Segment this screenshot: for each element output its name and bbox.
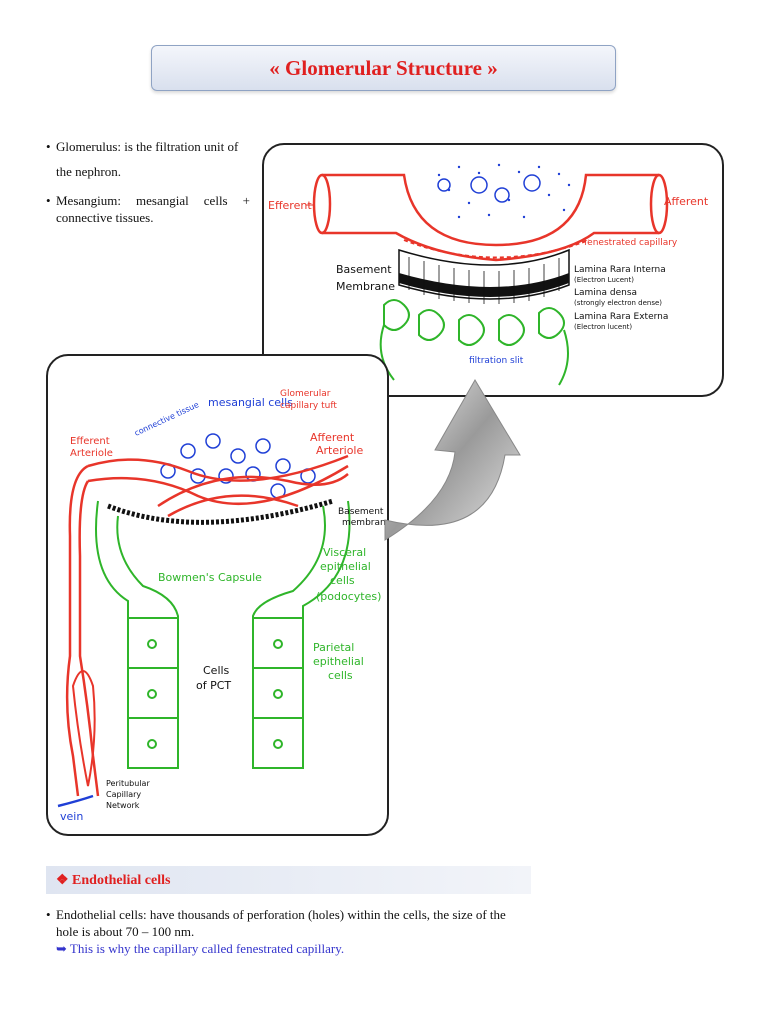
label-parietal-2: epithelial xyxy=(313,655,364,668)
label-efferent-2: Arteriole xyxy=(70,448,113,459)
vein xyxy=(57,794,94,808)
label-mesangial-cells: mesangial cells xyxy=(208,396,293,409)
paragraph-note: ➥ This is why the capillary called fenes… xyxy=(56,941,345,956)
peritubular-capillary xyxy=(71,670,96,787)
bullet-mesangium: • Mesangium: mesangial cells + connectiv… xyxy=(46,188,250,230)
mesangial-cells xyxy=(160,433,316,499)
label-tuft-1: Glomerular xyxy=(280,389,331,399)
capillary-tuft xyxy=(87,454,349,518)
label-basement-2: membrane xyxy=(342,518,387,528)
label-basement-1: Basement xyxy=(336,263,392,276)
capillary-end-right xyxy=(649,173,669,235)
page-title: « Glomerular Structure » xyxy=(269,55,498,80)
efferent-arteriole xyxy=(65,464,100,797)
label-fenestrated: fenestrated capillary xyxy=(584,238,678,248)
label-peritubular-2: Capillary xyxy=(106,790,141,799)
label-connective-tissue: connective tissue xyxy=(133,400,200,438)
label-basement-2: Membrane xyxy=(336,280,395,293)
note-lamina-rara-interna: (Electron Lucent) xyxy=(574,276,634,284)
label-pct-2: of PCT xyxy=(196,679,231,692)
endothelial-bullet: • Endothelial cells: have thousands of p… xyxy=(46,906,532,957)
label-vein: vein xyxy=(60,810,83,823)
arrow-shape xyxy=(384,379,521,541)
label-visceral-4: (podocytes) xyxy=(316,590,381,603)
zoom-arrow xyxy=(384,379,521,541)
label-afferent-1: Afferent xyxy=(310,431,355,444)
label-visceral-1: Visceral xyxy=(323,546,366,559)
title-banner: « Glomerular Structure » xyxy=(151,45,616,91)
membrane-striations xyxy=(408,257,560,304)
label-pct-1: Cells xyxy=(203,664,230,677)
lamina-densa xyxy=(399,273,569,297)
label-tuft-2: capillary tuft xyxy=(280,401,337,411)
bullet-glomerulus: • Glomerulus: is the filtration unit of … xyxy=(46,134,250,184)
capillary-end-left xyxy=(312,173,332,235)
label-lamina-rara-interna: Lamina Rara Interna xyxy=(574,265,666,275)
glomerulus-diagram-panel: mesangial cells connective tissue Glomer… xyxy=(46,354,389,836)
capillary-diagram: Efferent Afferent fenestrated capillary … xyxy=(268,163,709,386)
bullet-dot: • xyxy=(46,139,51,154)
bullet-text: Glomerulus: is the filtration unit of th… xyxy=(56,139,239,179)
mesangial-stipple xyxy=(437,163,571,219)
label-visceral-2: epithelial xyxy=(320,560,371,573)
label-basement-1: Basement xyxy=(338,507,384,517)
bullet-text-block: Mesangium: mesangial cells + connective … xyxy=(56,188,250,230)
label-efferent: Efferent xyxy=(268,199,312,212)
label-afferent: Afferent xyxy=(664,195,709,208)
label-visceral-3: cells xyxy=(330,574,355,587)
podocytes xyxy=(379,299,569,386)
bullet-dot: • xyxy=(46,193,51,208)
label-lamina-rara-externa: Lamina Rara Externa xyxy=(574,312,668,322)
fenestrations xyxy=(403,239,590,259)
basement-membrane xyxy=(107,498,334,525)
bullet-text: Mesangium: mesangial cells + xyxy=(56,193,250,208)
label-efferent-1: Efferent xyxy=(70,436,110,447)
bowmans-capsule xyxy=(95,500,351,626)
note-lamina-densa: (strongly electron dense) xyxy=(574,299,662,307)
label-parietal-1: Parietal xyxy=(313,641,354,654)
bullet-text-cont: connective tissues. xyxy=(56,210,154,225)
bullet-dot: • xyxy=(46,907,51,922)
label-peritubular-1: Peritubular xyxy=(106,779,150,788)
label-parietal-3: cells xyxy=(328,669,353,682)
glomerulus-diagram: mesangial cells connective tissue Glomer… xyxy=(57,389,387,823)
paragraph-line-2: hole is about 70 – 100 nm. xyxy=(56,924,195,939)
paragraph-line-1: Endothelial cells: have thousands of per… xyxy=(56,907,506,922)
section-heading-bar: ❖ Endothelial cells xyxy=(46,866,531,894)
capillary-tube xyxy=(322,173,659,262)
label-afferent-2: Arteriole xyxy=(316,444,363,457)
section-heading: ❖ Endothelial cells xyxy=(56,872,171,888)
label-lamina-densa: Lamina densa xyxy=(574,288,637,298)
pct-cells xyxy=(127,617,304,769)
endothelial-paragraph: • Endothelial cells: have thousands of p… xyxy=(46,906,532,957)
note-lamina-rara-externa: (Electron lucent) xyxy=(574,323,632,331)
mesangial-cell-nuclei xyxy=(437,174,541,203)
label-bowmans-capsule: Bowmen's Capsule xyxy=(158,571,262,584)
label-peritubular-3: Network xyxy=(106,801,140,810)
intro-bullets: • Glomerulus: is the filtration unit of … xyxy=(46,134,250,230)
label-filtration-slit: filtration slit xyxy=(469,356,524,366)
